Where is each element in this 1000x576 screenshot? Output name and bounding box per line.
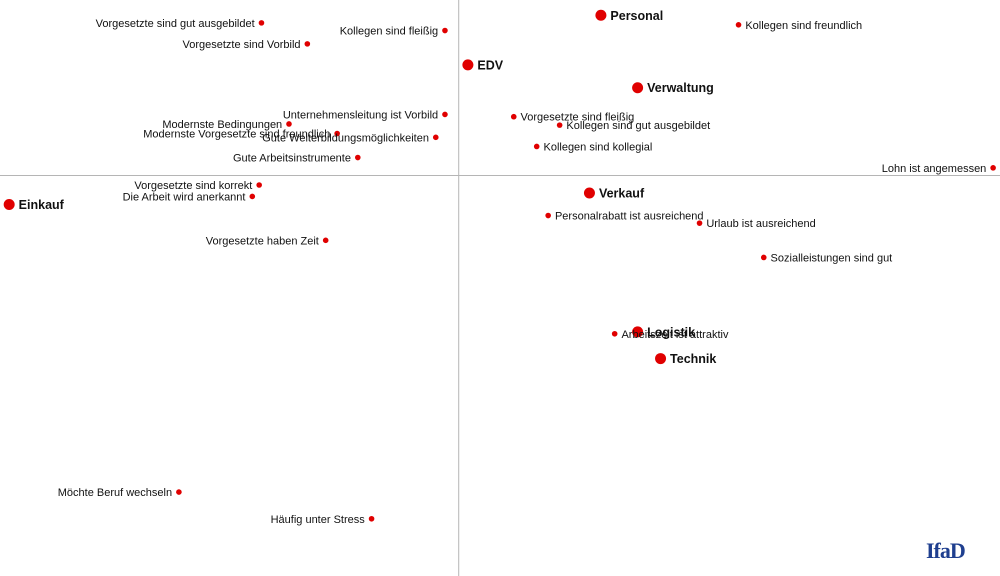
ifad-logo-text: IfaD (926, 538, 965, 563)
minor-label-20: Möchte Beruf wechseln (58, 487, 172, 499)
minor-label-11: Kollegen sind kollegial (543, 141, 652, 153)
minor-point-10 (556, 122, 563, 128)
minor-label-3: Kollegen sind freundlich (745, 20, 862, 32)
major-label-1: EDV (477, 58, 503, 72)
minor-point-20 (176, 489, 182, 495)
minor-label-4: Unternehmensleitung ist Vorbild (283, 109, 438, 121)
minor-label-0: Vorgesetzte sind gut ausgebildet (96, 18, 255, 30)
minor-label-15: Vorgesetzte haben Zeit (206, 235, 319, 247)
minor-point-8 (354, 154, 361, 161)
minor-point-6 (334, 130, 340, 137)
minor-point-11 (533, 143, 540, 150)
minor-point-0 (258, 20, 265, 26)
minor-point-2 (442, 27, 448, 34)
minor-point-9 (510, 113, 517, 120)
major-point-2 (632, 82, 644, 94)
minor-point-19 (611, 330, 618, 337)
major-label-4: Verkauf (599, 187, 645, 201)
minor-label-5: Modernste Bedingungen (162, 119, 282, 131)
minor-label-13: Vorgesetzte sind korrekt (134, 180, 252, 192)
minor-point-4 (442, 111, 448, 118)
points (3, 9, 996, 522)
minor-label-10: Kollegen sind gut ausgebildet (566, 120, 710, 132)
minor-label-1: Vorgesetzte sind Vorbild (183, 39, 301, 51)
minor-label-16: Personalrabatt ist ausreichend (555, 211, 704, 223)
ifad-logo: IfaD (926, 538, 966, 563)
minor-label-19: Arbeitszeit ist attraktiv (621, 329, 728, 341)
minor-label-9: Vorgesetzte sind fleißig (521, 112, 635, 124)
minor-label-18: Sozialleistungen sind gut (771, 252, 893, 264)
minor-point-1 (304, 41, 311, 47)
major-point-6 (655, 353, 667, 365)
minor-point-3 (735, 21, 742, 28)
minor-label-7: Gute Weiterbildungsmöglichkeiten (262, 132, 429, 144)
minor-point-16 (545, 212, 551, 219)
major-point-5 (632, 326, 644, 338)
minor-label-14: Die Arbeit wird anerkannt (123, 191, 246, 203)
major-label-5: Logistik (647, 325, 695, 339)
minor-point-18 (760, 254, 767, 261)
minor-point-14 (249, 193, 256, 200)
minor-label-17: Urlaub ist ausreichend (706, 218, 815, 230)
minor-label-8: Gute Arbeitsinstrumente (233, 153, 351, 165)
major-label-6: Technik (670, 352, 716, 366)
major-point-3 (3, 198, 15, 210)
minor-point-17 (696, 220, 703, 226)
minor-point-12 (990, 165, 996, 171)
major-label-3: Einkauf (19, 198, 65, 212)
minor-label-12: Lohn ist angemessen (882, 163, 987, 175)
major-point-0 (595, 9, 607, 21)
major-point-1 (462, 59, 474, 71)
minor-label-2: Kollegen sind fleißig (340, 26, 438, 38)
minor-point-13 (256, 182, 262, 188)
major-label-0: Personal (610, 9, 663, 23)
minor-point-5 (286, 121, 292, 127)
minor-label-6: Modernste Vorgesetzte sind freundlich (143, 129, 330, 141)
minor-point-15 (322, 237, 329, 244)
minor-point-21 (368, 515, 375, 522)
major-label-2: Verwaltung (647, 81, 714, 95)
minor-label-21: Häufig unter Stress (271, 514, 366, 526)
major-point-4 (583, 187, 595, 199)
minor-point-7 (432, 134, 439, 141)
